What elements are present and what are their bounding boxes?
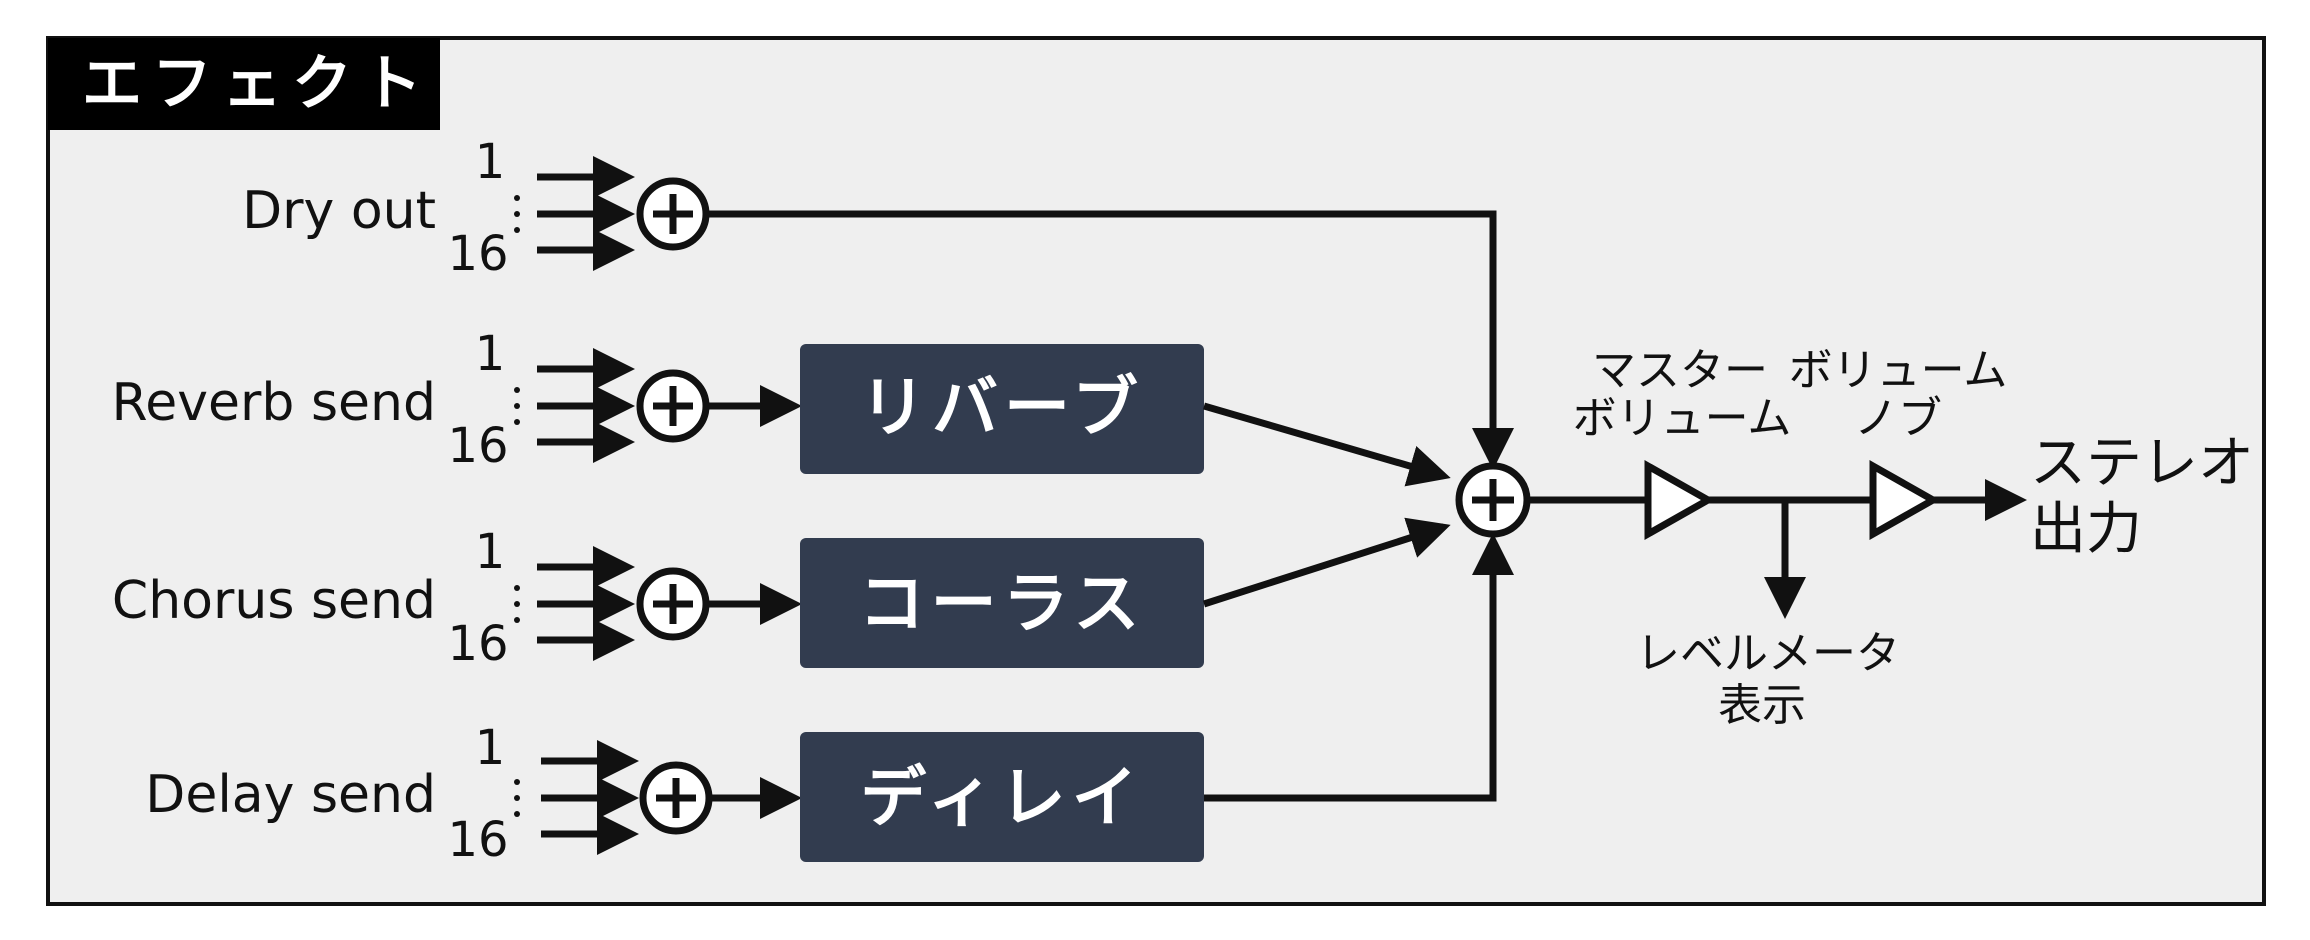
- volume-knob-label-line1: ボリューム: [1789, 345, 2008, 396]
- master-volume-triangle-amplifier-icon: [1644, 459, 1716, 541]
- input-arrows: [537, 348, 635, 463]
- input-arrows: [541, 740, 639, 855]
- panel-title: エフェクト: [82, 49, 432, 119]
- circled-plus-icon: [636, 369, 710, 443]
- volume-knob-label-line2: ノブ: [1854, 393, 1942, 444]
- circled-plus-icon: [639, 761, 713, 835]
- dry-out-path: [706, 210, 1514, 470]
- ellipsis-dots: [514, 195, 520, 233]
- channel-index-bottom: 16: [447, 812, 508, 868]
- channel-index-bottom: 16: [447, 226, 508, 282]
- reverb-label: リバーブ: [860, 369, 1144, 446]
- row-delay-send: Delay send 1 16 ディレイ: [145, 533, 1514, 868]
- row-label: Delay send: [145, 765, 436, 825]
- row-label: Dry out: [242, 181, 436, 241]
- channel-index-bottom: 16: [447, 418, 508, 474]
- stereo-output-label-line1: ステレオ: [2030, 431, 2254, 496]
- input-arrows: [537, 156, 635, 271]
- volume-knob-triangle-amplifier-icon: [1869, 459, 1941, 541]
- row-dry-out: Dry out 1 16: [242, 134, 1514, 470]
- input-arrows: [537, 546, 635, 661]
- channel-index-bottom: 16: [447, 616, 508, 672]
- chorus-label: コーラス: [859, 565, 1146, 642]
- reverb-box: [800, 344, 1204, 474]
- chorus-box: [800, 538, 1204, 668]
- master-volume-label-line2: ボリューム: [1573, 393, 1792, 444]
- master-mixer-circled-plus-icon: [1455, 462, 1531, 538]
- delay-to-mixer: [1204, 533, 1514, 802]
- circled-plus-icon: [636, 177, 710, 251]
- channel-index-top: 1: [475, 524, 506, 580]
- master-volume-label-line1: マスター: [1592, 345, 1768, 396]
- channel-index-top: 1: [475, 326, 506, 382]
- chorus-to-mixer: [1202, 517, 1451, 608]
- level-meter-label-line1: レベルメータ: [1636, 628, 1900, 679]
- row-reverb-send: Reverb send 1 16 リバーブ: [111, 326, 1451, 487]
- ellipsis-dots: [514, 387, 520, 425]
- stereo-output-label-line2: 出力: [2030, 497, 2142, 562]
- delay-label: ディレイ: [860, 759, 1143, 836]
- reverb-to-mixer: [1203, 402, 1451, 487]
- row-chorus-send: Chorus send 1 16 コーラス: [112, 517, 1451, 672]
- ellipsis-dots: [514, 585, 520, 623]
- channel-index-top: 1: [475, 720, 506, 776]
- delay-box: [800, 732, 1204, 862]
- ellipsis-dots: [514, 779, 520, 817]
- row-label: Chorus send: [112, 571, 436, 631]
- title-tab: [48, 38, 440, 130]
- channel-index-top: 1: [475, 134, 506, 190]
- row-label: Reverb send: [111, 373, 436, 433]
- level-meter-label-line2: 表示: [1718, 680, 1806, 731]
- circled-plus-icon: [636, 567, 710, 641]
